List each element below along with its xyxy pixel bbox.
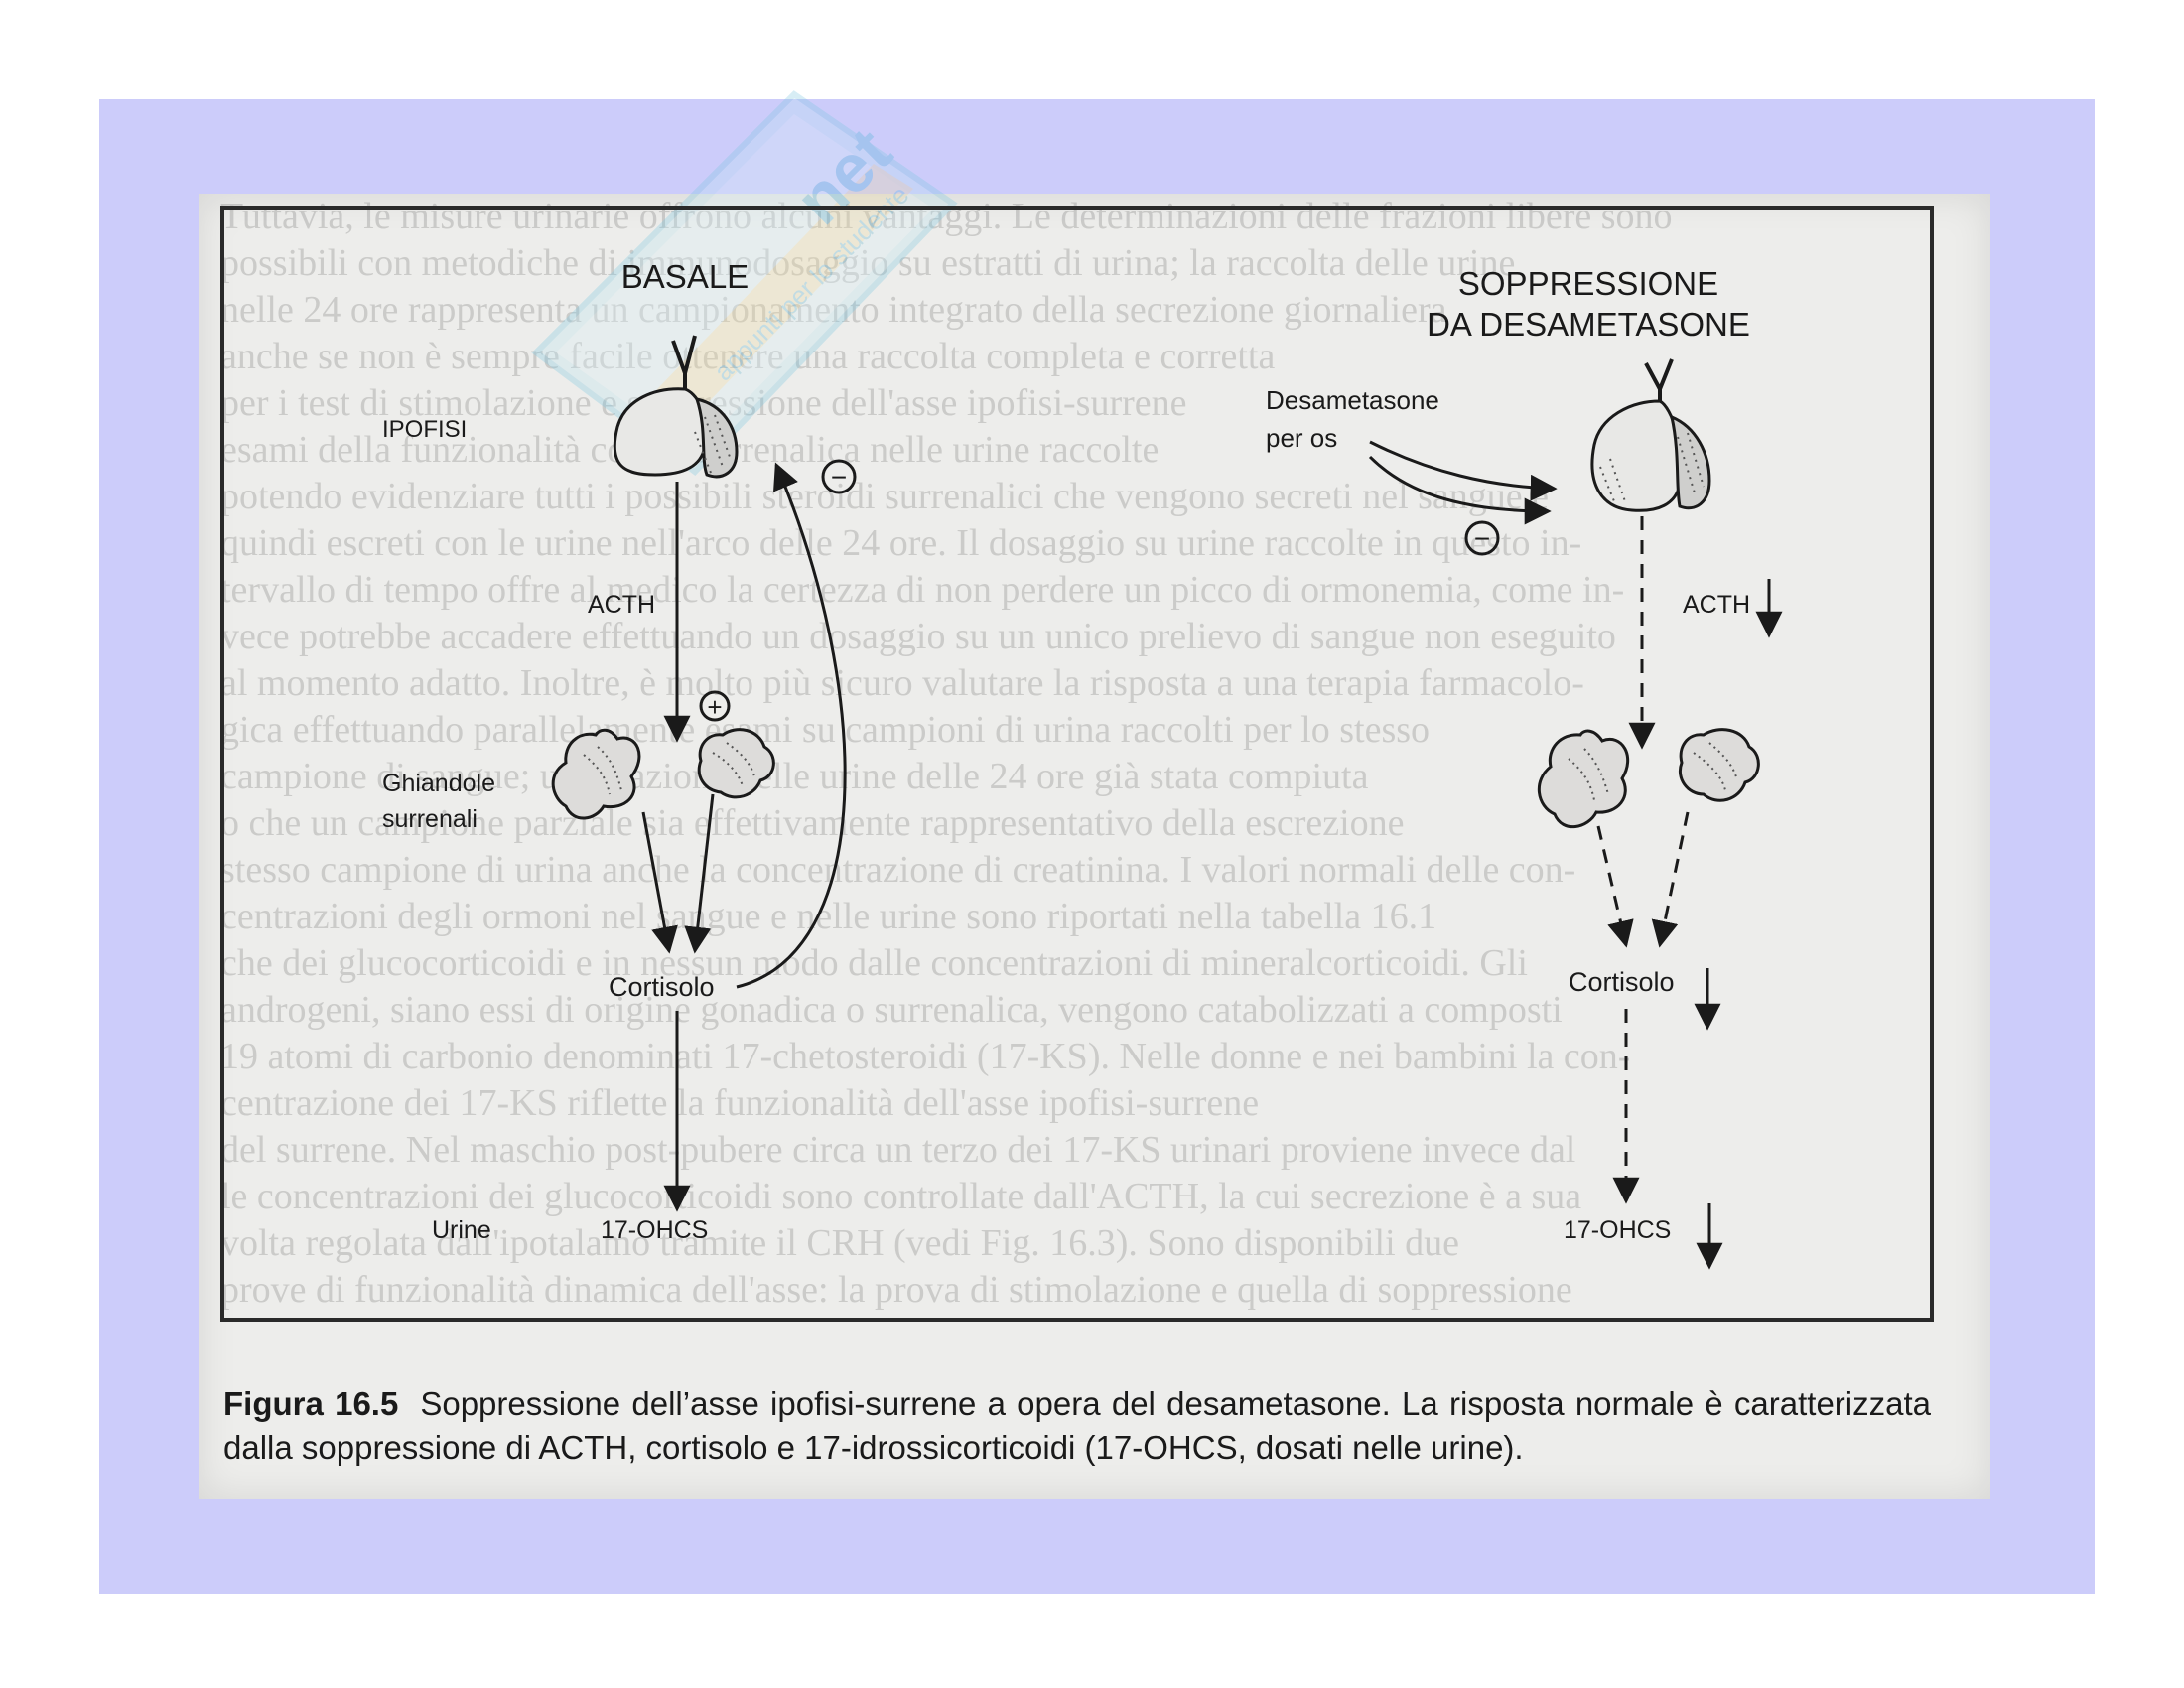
desametasone-label: Desametasone: [1266, 385, 1439, 415]
adrenal-gland-icon-left: [553, 730, 639, 818]
suppression-title-line2: DA DESAMETASONE: [1427, 306, 1750, 343]
dexamethasone-arrow-lower: [1370, 457, 1549, 511]
caption-text: Soppressione dell’asse ipofisi-surrene a…: [223, 1385, 1931, 1466]
pituitary-icon-suppressed: [1592, 359, 1709, 510]
adrenal-to-cortisol-arrow-2: [695, 794, 713, 951]
per-os-label: per os: [1266, 423, 1337, 453]
plus-sign-icon: +: [701, 692, 729, 722]
adrenal-gland-icon-suppressed-left: [1539, 731, 1627, 827]
basal-title: BASALE: [621, 258, 749, 295]
ipofisi-label: IPOFISI: [382, 416, 467, 443]
acth-label-basal: ACTH: [588, 591, 655, 619]
cortisolo-label-suppressed: Cortisolo: [1569, 967, 1675, 997]
adrenal-gland-icon-right: [699, 730, 773, 797]
minus-sign-icon-feedback: −: [823, 461, 855, 492]
cortisolo-label-basal: Cortisolo: [609, 972, 715, 1002]
feedback-minus-text: −: [831, 462, 847, 492]
dexamethasone-arrow-upper: [1370, 442, 1555, 489]
plus-sign-text: +: [707, 692, 722, 722]
adrenal-gland-icon-suppressed-right: [1680, 730, 1758, 801]
surrenali-label: surrenali: [382, 805, 478, 833]
suppressed-adrenal-arrow-1: [1598, 826, 1626, 945]
acth-label-suppressed: ACTH: [1683, 591, 1750, 619]
pituitary-icon-basal: [614, 336, 737, 477]
suppressed-adrenal-arrow-2: [1660, 812, 1688, 945]
ohcs-label-basal: 17-OHCS: [601, 1216, 708, 1244]
caption-label: Figura 16.5: [223, 1385, 398, 1422]
ohcs-label-suppressed: 17-OHCS: [1564, 1216, 1671, 1244]
ghiandole-label: Ghiandole: [382, 770, 495, 797]
suppression-title-line1: SOPPRESSIONE: [1458, 265, 1718, 302]
urine-label: Urine: [432, 1216, 491, 1244]
minus-sign-icon-inhibition: −: [1466, 522, 1498, 554]
negative-feedback-arrow: [737, 465, 845, 987]
adrenal-to-cortisol-arrow-1: [643, 812, 669, 951]
inhibition-minus-text: −: [1474, 523, 1490, 554]
